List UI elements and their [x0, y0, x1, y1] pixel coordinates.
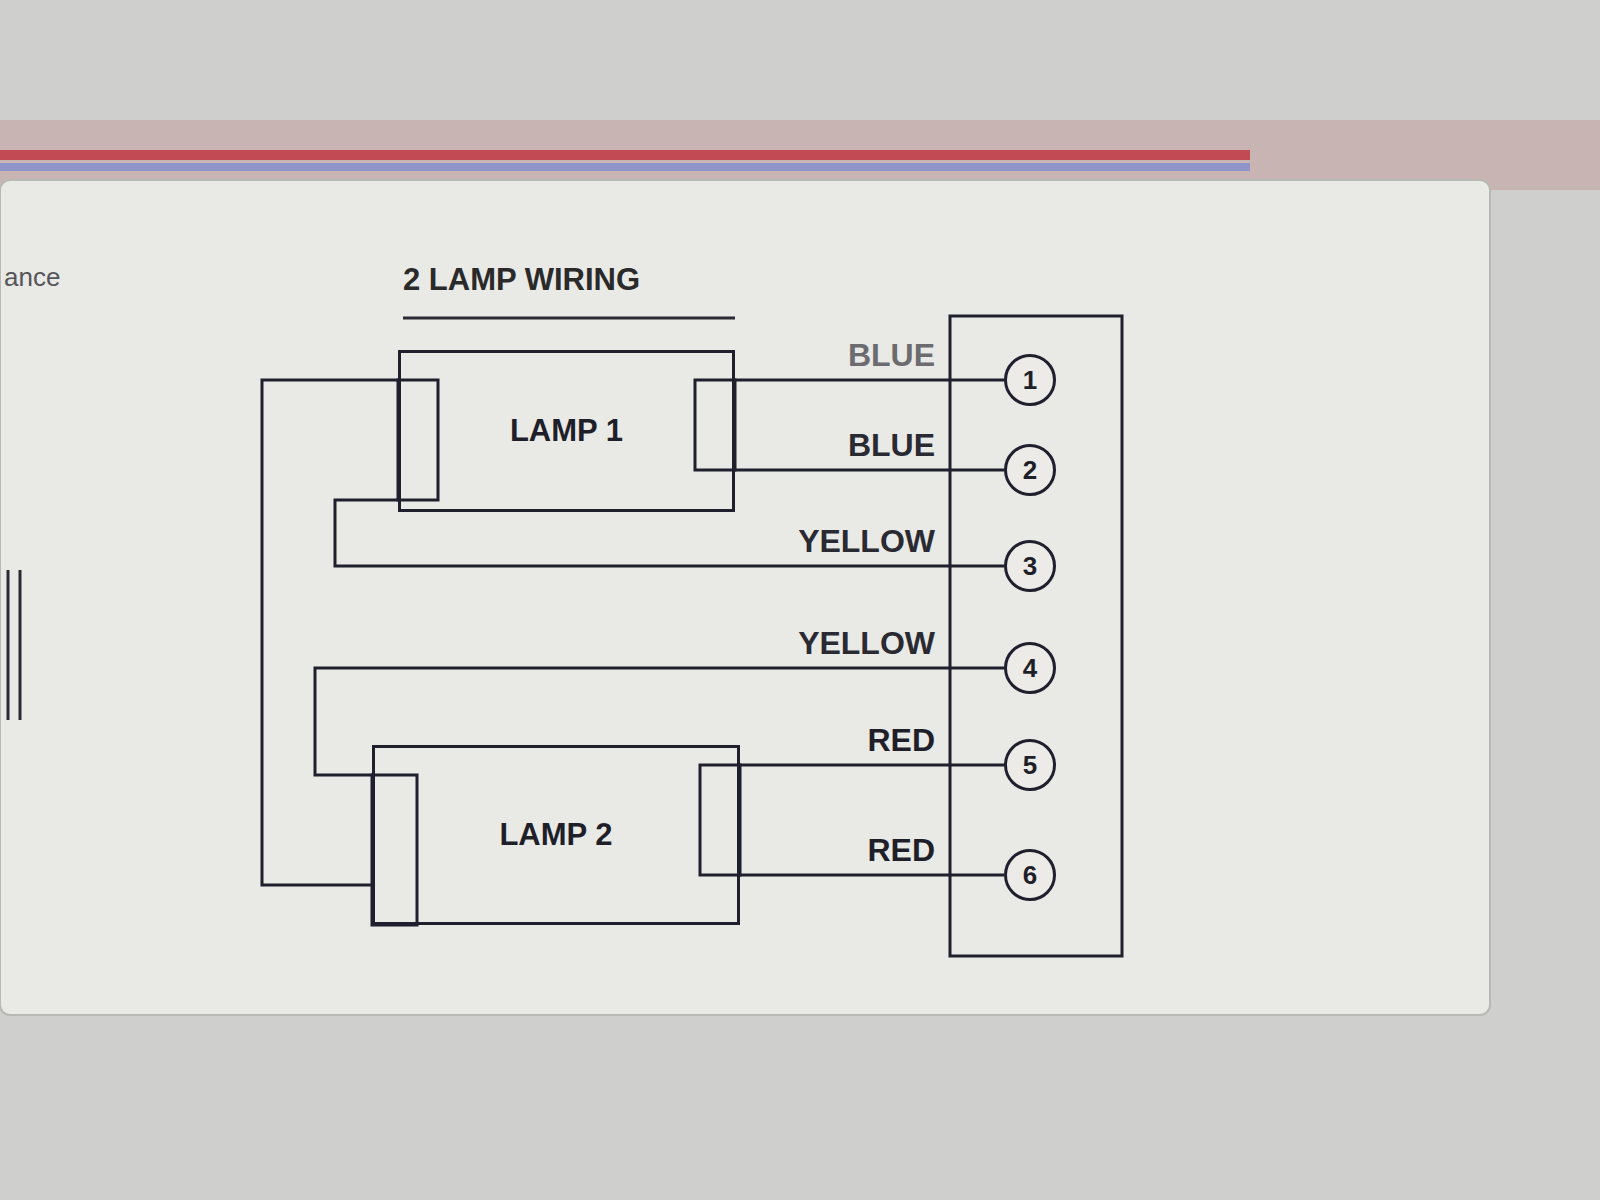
lamp-wire — [735, 379, 1004, 382]
lamp-wire — [740, 764, 1004, 767]
lamp-label: LAMP 2 — [499, 817, 612, 853]
terminal-number: 2 — [1023, 455, 1037, 486]
red-wire — [0, 150, 1250, 160]
terminal-number: 6 — [1023, 860, 1037, 891]
terminal-circle: 2 — [1004, 444, 1056, 496]
terminal-circle: 3 — [1004, 540, 1056, 592]
lamp-wire — [740, 874, 1004, 877]
lamp-label: LAMP 1 — [510, 413, 623, 449]
terminal-number: 4 — [1023, 653, 1037, 684]
partial-wire — [19, 570, 22, 720]
title-underline — [403, 317, 735, 320]
terminal-number: 3 — [1023, 551, 1037, 582]
lamp-pin-cap — [695, 380, 735, 470]
terminal-circle: 5 — [1004, 739, 1056, 791]
terminal-number: 5 — [1023, 750, 1037, 781]
lamp-box: LAMP 2 — [372, 745, 740, 925]
lamp-box: LAMP 1 — [398, 350, 735, 512]
lamp-pin-cap — [398, 380, 438, 500]
terminal-circle: 1 — [1004, 354, 1056, 406]
cropped-text: ance — [4, 262, 60, 293]
lamp-wire — [315, 668, 1004, 775]
partial-wire — [7, 570, 10, 720]
lamp-wire — [735, 469, 1004, 472]
terminal-number: 1 — [1023, 365, 1037, 396]
wire-color-label: BLUE — [848, 427, 935, 464]
ballast-label — [0, 180, 1490, 1015]
lamp-wire — [262, 380, 398, 885]
wire-color-label: YELLOW — [798, 523, 935, 560]
wire-color-label: BLUE — [848, 337, 935, 374]
terminal-circle: 6 — [1004, 849, 1056, 901]
wire-color-label: RED — [867, 722, 935, 759]
lamp-pin-cap — [372, 775, 417, 925]
blue-wire — [0, 163, 1250, 171]
wire-color-label: YELLOW — [798, 625, 935, 662]
wire-color-label: RED — [867, 832, 935, 869]
diagram-title: 2 LAMP WIRING — [403, 262, 640, 298]
terminal-circle: 4 — [1004, 642, 1056, 694]
terminal-strip — [950, 316, 1122, 956]
lamp-pin-cap — [700, 765, 740, 875]
